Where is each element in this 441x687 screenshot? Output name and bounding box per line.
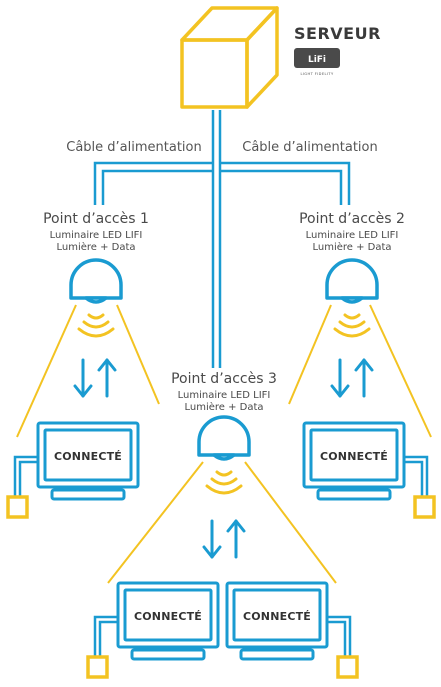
device-status-label: CONNECTÉ	[243, 610, 311, 623]
usb-dongle-icon	[404, 455, 436, 519]
cable-label-left: Câble d’alimentation	[66, 140, 201, 155]
svg-text:Lumière + Data: Lumière + Data	[56, 241, 135, 253]
device-status-label: CONNECTÉ	[320, 450, 388, 463]
svg-text:Lumière + Data: Lumière + Data	[184, 401, 263, 413]
monitor-icon	[36, 421, 140, 501]
connected-device-2: CONNECTÉ	[302, 421, 436, 519]
svg-text:Lumière + Data: Lumière + Data	[312, 241, 391, 253]
bidirectional-arrow-icon-ap1	[73, 358, 117, 398]
svg-text:LIGHT FIDELITY: LIGHT FIDELITY	[300, 72, 334, 76]
server-title: SERVEUR	[294, 24, 381, 43]
svg-text:Luminaire LED LIFI: Luminaire LED LIFI	[306, 230, 399, 241]
device-status-label: CONNECTÉ	[54, 450, 122, 463]
access-point-1-label: Point d’accès 1 Luminaire LED LIFI Lumiè…	[43, 211, 149, 253]
svg-text:Luminaire LED LIFI: Luminaire LED LIFI	[178, 390, 271, 401]
connected-device-3: CONNECTÉ	[86, 581, 220, 679]
signal-waves-icon-ap3	[205, 470, 243, 495]
usb-dongle-icon	[6, 455, 38, 519]
bidirectional-arrow-icon-ap2	[330, 358, 374, 398]
svg-text:Point d’accès 2: Point d’accès 2	[299, 211, 405, 227]
signal-waves-icon-ap2	[333, 313, 371, 338]
lamp-icon-ap2	[325, 258, 379, 304]
lifi-logo-icon: LiFi LIGHT FIDELITY	[294, 48, 340, 76]
power-cables	[93, 110, 351, 368]
light-cone-lines	[16, 304, 432, 584]
access-point-2-label: Point d’accès 2 Luminaire LED LIFI Lumiè…	[299, 211, 405, 253]
svg-text:LiFi: LiFi	[308, 55, 326, 65]
device-status-label: CONNECTÉ	[134, 610, 202, 623]
lamp-icon-ap3	[197, 415, 251, 461]
svg-text:Point d’accès 3: Point d’accès 3	[171, 371, 277, 387]
usb-dongle-icon	[327, 615, 359, 679]
connected-device-1: CONNECTÉ	[6, 421, 140, 519]
monitor-icon	[225, 581, 329, 661]
connected-device-4: CONNECTÉ	[225, 581, 359, 679]
signal-waves-icon-ap1	[77, 313, 115, 338]
cable-label-right: Câble d’alimentation	[242, 140, 377, 155]
server-cube-icon	[180, 6, 279, 109]
bidirectional-arrow-icon-ap3	[202, 519, 246, 559]
monitor-icon	[116, 581, 220, 661]
lamp-icon-ap1	[69, 258, 123, 304]
access-point-3-label: Point d’accès 3 Luminaire LED LIFI Lumiè…	[171, 371, 277, 413]
usb-dongle-icon	[86, 615, 118, 679]
svg-text:Luminaire LED LIFI: Luminaire LED LIFI	[50, 230, 143, 241]
monitor-icon	[302, 421, 406, 501]
svg-text:Point d’accès 1: Point d’accès 1	[43, 211, 149, 227]
